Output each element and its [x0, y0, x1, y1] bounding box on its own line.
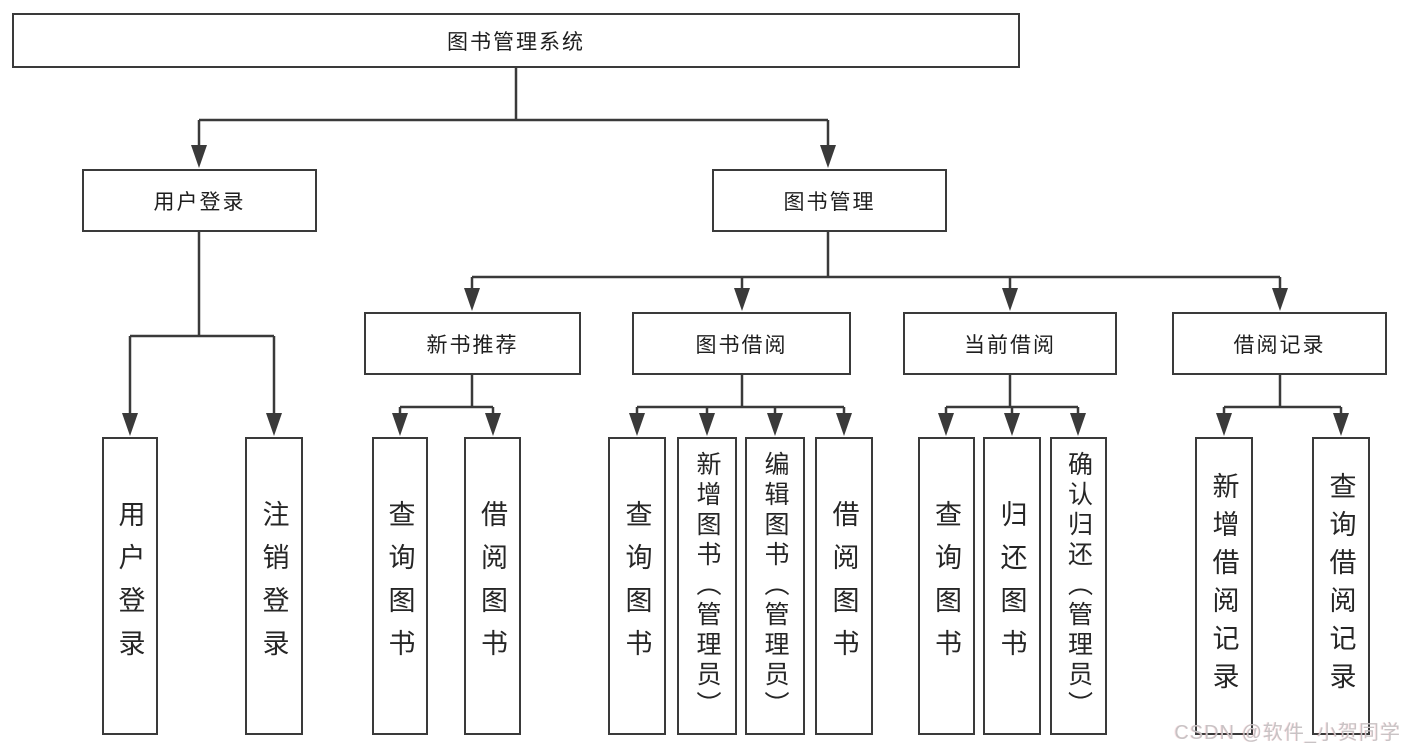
arrow-down-icon [820, 145, 836, 168]
arrow-down-icon [629, 413, 645, 436]
leaf-logout: 注销登录 [245, 437, 303, 735]
arrow-down-icon [392, 413, 408, 436]
node-book-management: 图书管理 [712, 169, 947, 232]
node-book-borrowing-label: 图书借阅 [695, 333, 788, 357]
arrow-down-icon [1002, 288, 1018, 311]
leaf-query-book-borrowing: 查询图书 [608, 437, 666, 735]
leaf-edit-book-admin: 编辑图书（管理员） [745, 437, 805, 735]
node-book-management-label: 图书管理 [783, 190, 876, 214]
leaf-add-book-admin-label: 新增图书（管理员） [693, 451, 721, 721]
arrow-down-icon [1216, 413, 1232, 436]
leaf-borrow-book-borrowing: 借阅图书 [815, 437, 873, 735]
leaf-confirm-return-admin-label: 确认归还（管理员） [1064, 451, 1093, 721]
leaf-query-book-borrowing-label: 查询图书 [621, 500, 652, 672]
arrow-down-icon [464, 288, 480, 311]
leaf-user-login: 用户登录 [102, 437, 158, 735]
node-new-book-recommend-label: 新书推荐 [426, 333, 519, 357]
watermark: CSDN @软件_小贺同学 [1174, 722, 1401, 744]
node-borrow-records: 借阅记录 [1172, 312, 1387, 375]
leaf-query-book-current: 查询图书 [918, 437, 975, 735]
node-current-borrowing-label: 当前借阅 [964, 333, 1056, 357]
leaf-return-book: 归还图书 [983, 437, 1041, 735]
leaf-confirm-return-admin: 确认归还（管理员） [1050, 437, 1107, 735]
node-user-login-label: 用户登录 [153, 190, 246, 214]
arrow-down-icon [767, 413, 783, 436]
leaf-return-book-label: 归还图书 [996, 500, 1027, 672]
leaf-user-login-label: 用户登录 [114, 500, 145, 672]
leaf-query-book-recommend-label: 查询图书 [384, 500, 415, 672]
arrow-down-icon [1004, 413, 1020, 436]
arrow-down-icon [938, 413, 954, 436]
node-user-login: 用户登录 [82, 169, 317, 232]
arrow-down-icon [1333, 413, 1349, 436]
node-current-borrowing: 当前借阅 [903, 312, 1117, 375]
node-new-book-recommend: 新书推荐 [364, 312, 581, 375]
node-book-borrowing: 图书借阅 [632, 312, 851, 375]
leaf-borrow-book-recommend: 借阅图书 [464, 437, 521, 735]
leaf-add-borrow-record: 新增借阅记录 [1195, 437, 1253, 735]
leaf-query-borrow-record-label: 查询借阅记录 [1325, 472, 1356, 700]
node-root-label: 图书管理系统 [447, 30, 585, 54]
arrow-down-icon [122, 413, 138, 436]
leaf-edit-book-admin-label: 编辑图书（管理员） [761, 451, 789, 721]
arrow-down-icon [1272, 288, 1288, 311]
arrow-down-icon [734, 288, 750, 311]
leaf-query-borrow-record: 查询借阅记录 [1312, 437, 1370, 735]
arrow-down-icon [1070, 413, 1086, 436]
leaf-query-book-current-label: 查询图书 [931, 500, 961, 672]
arrow-down-icon [191, 145, 207, 168]
arrow-down-icon [485, 413, 501, 436]
leaf-borrow-book-borrowing-label: 借阅图书 [828, 500, 859, 672]
leaf-add-borrow-record-label: 新增借阅记录 [1208, 472, 1239, 700]
node-root: 图书管理系统 [12, 13, 1020, 68]
arrow-down-icon [266, 413, 282, 436]
arrow-down-icon [699, 413, 715, 436]
leaf-query-book-recommend: 查询图书 [372, 437, 428, 735]
leaf-borrow-book-recommend-label: 借阅图书 [477, 500, 507, 672]
leaf-add-book-admin: 新增图书（管理员） [677, 437, 737, 735]
leaf-logout-label: 注销登录 [258, 500, 289, 672]
node-borrow-records-label: 借阅记录 [1233, 333, 1326, 357]
arrow-down-icon [836, 413, 852, 436]
